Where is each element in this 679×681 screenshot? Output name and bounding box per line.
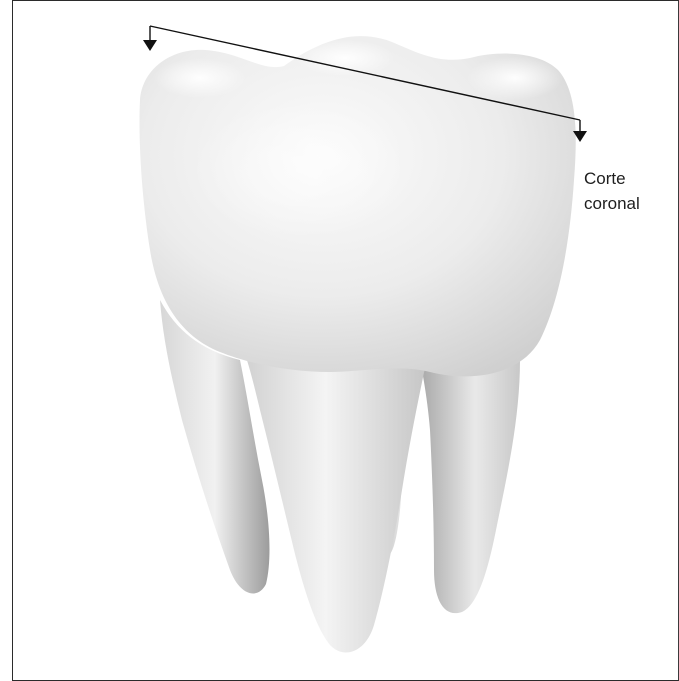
arrow-down-icon xyxy=(143,40,157,51)
cusp-shine xyxy=(295,40,395,76)
cusp-shine xyxy=(467,56,563,100)
cut-label-line-2: coronal xyxy=(584,191,640,216)
cusp-shine xyxy=(154,58,246,98)
distal-root xyxy=(420,360,520,613)
cut-label: Corte coronal xyxy=(584,166,640,216)
crown-shine xyxy=(190,100,410,240)
central-root xyxy=(240,340,430,652)
cut-label-line-1: Corte xyxy=(584,166,640,191)
